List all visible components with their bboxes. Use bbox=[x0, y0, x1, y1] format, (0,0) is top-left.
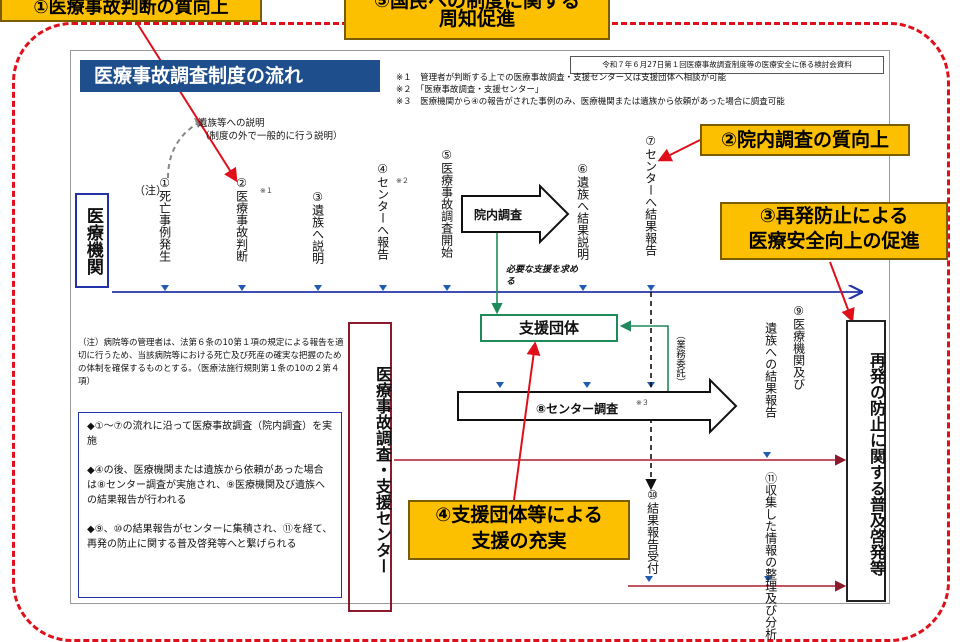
step-3-label: ③遺族へ説明 bbox=[310, 190, 325, 264]
timeline-markers bbox=[161, 285, 772, 582]
page-title: 医療事故調査制度の流れ bbox=[80, 60, 380, 92]
family-explain-line2: （制度の外で一般的に行う説明） bbox=[200, 131, 343, 142]
center-box: 医療事故調査・支援センター bbox=[348, 322, 392, 612]
callout-1: ①医療事故判断の質向上 bbox=[0, 0, 262, 22]
note-marker: （注） bbox=[134, 184, 167, 197]
outsourcing-label: （業務委託） bbox=[673, 330, 685, 387]
hospital-box: 医療機関 bbox=[75, 193, 109, 288]
summary-box: ◆①～⑦の流れに沿って医療事故調査（院内調査）を実施 ◆④の後、医療機関または遺… bbox=[78, 412, 342, 598]
step-9-label-a: ⑨医療機関及び bbox=[791, 304, 806, 390]
callout-5-line2: 周知促進 bbox=[438, 8, 515, 30]
callout-5: ⑤国民への制度に関する 周知促進 bbox=[344, 0, 610, 40]
callout-3-line2: 医療安全向上の促進 bbox=[748, 230, 920, 252]
step-10-label: ⑩結果報告受付 bbox=[645, 488, 660, 574]
support-group-box: 支援団体 bbox=[480, 314, 618, 342]
source-label: 令和７年６月27日第１回医療事故調査制度等の医療安全に係る検討会資料 bbox=[570, 56, 884, 74]
family-explain-curve bbox=[167, 121, 201, 179]
connector-layer bbox=[112, 11, 960, 592]
callout-4-line2: 支援の充実 bbox=[471, 530, 567, 552]
summary-item-1: ◆①～⑦の流れに沿って医療事故調査（院内調査）を実施 bbox=[87, 421, 333, 447]
step-4-sup: ※２ bbox=[396, 177, 409, 185]
step-9-label-b: 遺族への結果報告 bbox=[763, 322, 778, 418]
footnote: （注）病院等の管理者は、法第６条の10第１項の規定による報告を適切に行うため、当… bbox=[78, 338, 344, 387]
step-8-sup: ※３ bbox=[636, 399, 649, 407]
note-2: ※２ 「医療事故調査・支援センター」 bbox=[396, 85, 544, 95]
need-support-label: 必要な支援を求める bbox=[506, 265, 579, 287]
step-2-sup: ※１ bbox=[260, 187, 273, 195]
step-8-label: ⑧センター調査 bbox=[536, 402, 619, 416]
step-11-label: ⑪収集した情報の整理及び分析 bbox=[763, 472, 778, 640]
step-1-label: ①死亡事例発生 bbox=[157, 176, 172, 262]
callout-3: ③再発防止による 医療安全向上の促進 bbox=[720, 202, 948, 260]
family-explain-line1: 遺族等への説明 bbox=[198, 118, 265, 129]
callout-2: ②院内調査の質向上 bbox=[700, 124, 910, 156]
callout-4: ④支援団体等による 支援の充実 bbox=[408, 500, 630, 560]
callout-4-line1: ④支援団体等による bbox=[435, 504, 603, 526]
step-5-label: ⑤医療事故調査開始 bbox=[439, 148, 454, 258]
note-1: ※１ 管理者が判断する上での医療事故調査・支援センター又は支援団体へ相談が可能 bbox=[396, 73, 727, 83]
note-3: ※３ 医療機関から④の報告がされた事例のみ、医療機関または遺族から依頼があった場… bbox=[396, 97, 785, 107]
summary-item-2: ◆④の後、医療機関または遺族から依頼があった場合は⑧センター調査が実施され、⑨医… bbox=[87, 465, 326, 506]
in-hospital-label: 院内調査 bbox=[474, 208, 523, 222]
in-hospital-arrow bbox=[461, 183, 570, 245]
callout-5-line1: ⑤国民への制度に関する bbox=[373, 0, 581, 12]
step-4-label: ④センターへ報告 bbox=[375, 162, 390, 260]
step-7-label: ⑦センターへ結果報告 bbox=[643, 134, 658, 256]
step-6-label: ⑥遺族へ結果説明 bbox=[575, 162, 590, 260]
callout-3-line1: ③再発防止による bbox=[759, 205, 909, 227]
step-2-label: ②医療事故判断 bbox=[234, 176, 249, 262]
prevention-box: 再発の防止に関する普及啓発等 bbox=[846, 320, 886, 602]
summary-item-3: ◆⑨、⑩の結果報告がセンターに集積され、⑪を経て、再発の防止に関する普及啓発等へ… bbox=[87, 524, 333, 550]
